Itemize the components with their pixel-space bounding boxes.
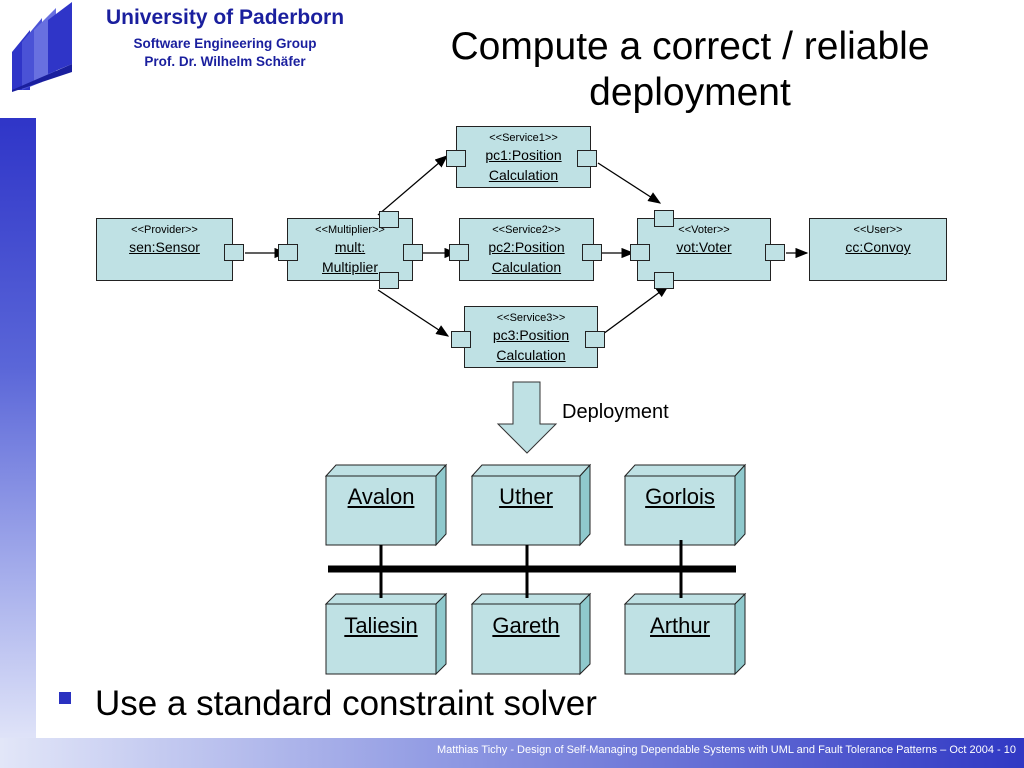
component-name: pc2:Position	[488, 239, 565, 255]
bullet-marker	[59, 692, 71, 704]
arrow-multiplier-service1	[377, 155, 448, 216]
component-provider[interactable]: <<Provider>> sen:Sensor	[96, 218, 233, 281]
port-voter-out	[765, 244, 785, 261]
port-multiplier-top	[379, 211, 399, 228]
component-type: Calculation	[491, 259, 562, 275]
footer-text: Matthias Tichy - Design of Self-Managing…	[436, 744, 1016, 756]
node-gorlois-3d	[623, 463, 747, 547]
port-multiplier-in	[278, 244, 298, 261]
component-multiplier[interactable]: <<Multiplier>> mult: Multiplier	[287, 218, 413, 281]
university-name: University of Paderborn	[105, 6, 345, 29]
node-arthur-3d	[623, 592, 747, 676]
node-label-avalon: Avalon	[347, 484, 415, 509]
arrow-service3-voter	[602, 285, 670, 335]
component-name: vot:Voter	[676, 239, 732, 255]
deployment-arrow	[496, 381, 558, 454]
component-service2[interactable]: <<Service2>> pc2:Position Calculation	[459, 218, 594, 281]
component-name: mult:	[334, 239, 366, 255]
node-label-gareth: Gareth	[492, 613, 560, 638]
arrow-service1-voter	[597, 162, 662, 204]
stereotype-label: <<Service2>>	[492, 224, 561, 236]
port-service3-out	[585, 331, 605, 348]
stereotype-label: <<Service1>>	[489, 132, 558, 144]
stereotype-label: <<Voter>>	[678, 224, 730, 236]
professor-name: Prof. Dr. Wilhelm Schäfer	[144, 54, 306, 69]
component-type: Calculation	[488, 167, 559, 183]
node-gareth-3d	[470, 592, 592, 676]
component-name: pc3:Position	[492, 327, 570, 343]
stereotype-label: <<Multiplier>>	[315, 224, 385, 236]
node-label-arthur: Arthur	[650, 613, 710, 638]
side-bar	[0, 118, 36, 738]
stereotype-label: <<Provider>>	[131, 224, 198, 236]
node-uther-3d	[470, 463, 592, 547]
deployment-label: Deployment	[562, 401, 669, 423]
node-label-uther: Uther	[499, 484, 553, 509]
component-name: cc:Convoy	[845, 239, 911, 255]
group-name: Software Engineering Group	[133, 36, 317, 51]
component-voter[interactable]: <<Voter>> vot:Voter	[637, 218, 771, 281]
component-user[interactable]: <<User>> cc:Convoy	[809, 218, 947, 281]
footer-bar	[0, 738, 1024, 768]
port-multiplier-right	[403, 244, 423, 261]
component-name: sen:Sensor	[129, 239, 200, 255]
university-logo	[12, 2, 72, 92]
port-provider-out	[224, 244, 244, 261]
bullet-text: Use a standard constraint solver	[95, 684, 597, 723]
slide-title: Compute a correct / reliable deployment	[450, 25, 930, 114]
component-service3[interactable]: <<Service3>> pc3:Position Calculation	[464, 306, 598, 368]
stereotype-label: <<Service3>>	[496, 312, 566, 324]
component-type: Multiplier	[321, 259, 378, 275]
arrow-multiplier-service3	[377, 289, 450, 337]
port-service1-in	[446, 150, 466, 167]
port-voter-top	[654, 210, 674, 227]
port-multiplier-bottom	[379, 272, 399, 289]
node-avalon-3d	[324, 463, 448, 547]
node-label-gorlois: Gorlois	[645, 484, 715, 509]
port-service2-in	[449, 244, 469, 261]
node-taliesin-3d	[324, 592, 448, 676]
component-service1[interactable]: <<Service1>> pc1:Position Calculation	[456, 126, 591, 188]
group-block: Software Engineering Group Prof. Dr. Wil…	[80, 35, 370, 71]
port-service3-in	[451, 331, 471, 348]
component-name: pc1:Position	[485, 147, 562, 163]
port-voter-bottom	[654, 272, 674, 289]
node-label-taliesin: Taliesin	[344, 613, 418, 638]
port-voter-in	[630, 244, 650, 261]
port-service2-out	[582, 244, 602, 261]
component-type: Calculation	[496, 347, 566, 363]
port-service1-out	[577, 150, 597, 167]
stereotype-label: <<User>>	[853, 224, 903, 236]
